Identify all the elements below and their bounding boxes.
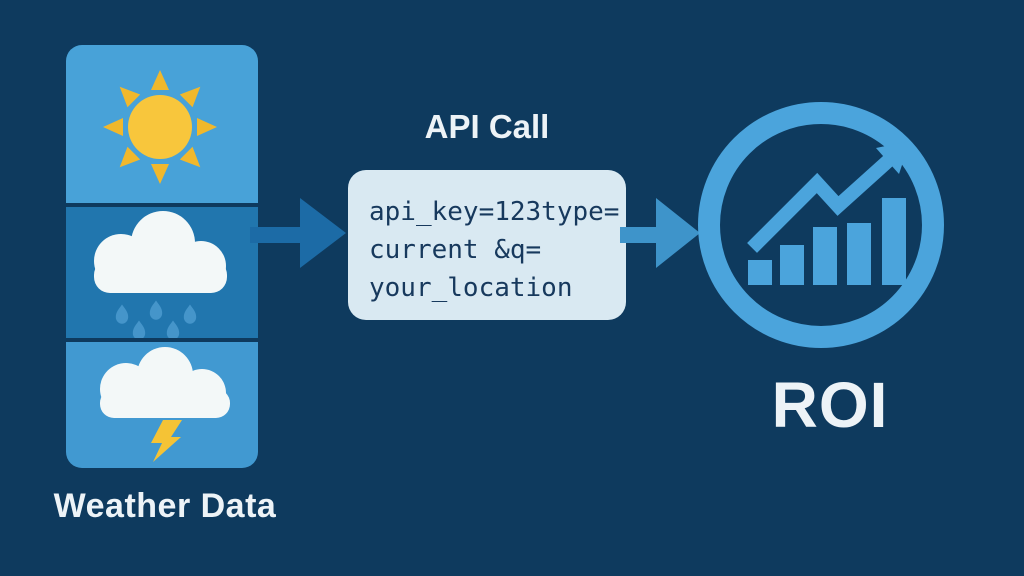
rain-cloud-icon (94, 211, 227, 338)
flow-arrow-weather-to-api (250, 198, 346, 268)
api-call-title: API Call (424, 108, 550, 145)
weather-section-storm (66, 342, 258, 468)
api-code-box: api_key=123type= current &q= your_locati… (348, 170, 626, 320)
storm-cloud-icon (100, 347, 230, 462)
weather-section-rain (66, 207, 258, 338)
roi-growth-icon (698, 102, 944, 348)
lightning-bolt-icon (151, 420, 182, 462)
flow-arrow-api-to-roi (620, 198, 700, 268)
roi-arrowhead (876, 141, 910, 174)
roi-label: ROI (771, 369, 889, 441)
roi-trend-line (747, 151, 898, 253)
weather-panel (66, 45, 258, 468)
sun-icon (103, 70, 217, 184)
roi-ring (698, 102, 944, 348)
roi-bars (748, 198, 906, 285)
code-line-2: current &q= (369, 235, 542, 265)
weather-data-label: Weather Data (53, 487, 277, 525)
code-line-3: your_location (369, 273, 573, 303)
code-line-1: api_key=123type= (369, 197, 620, 227)
weather-section-sunny (66, 45, 258, 203)
